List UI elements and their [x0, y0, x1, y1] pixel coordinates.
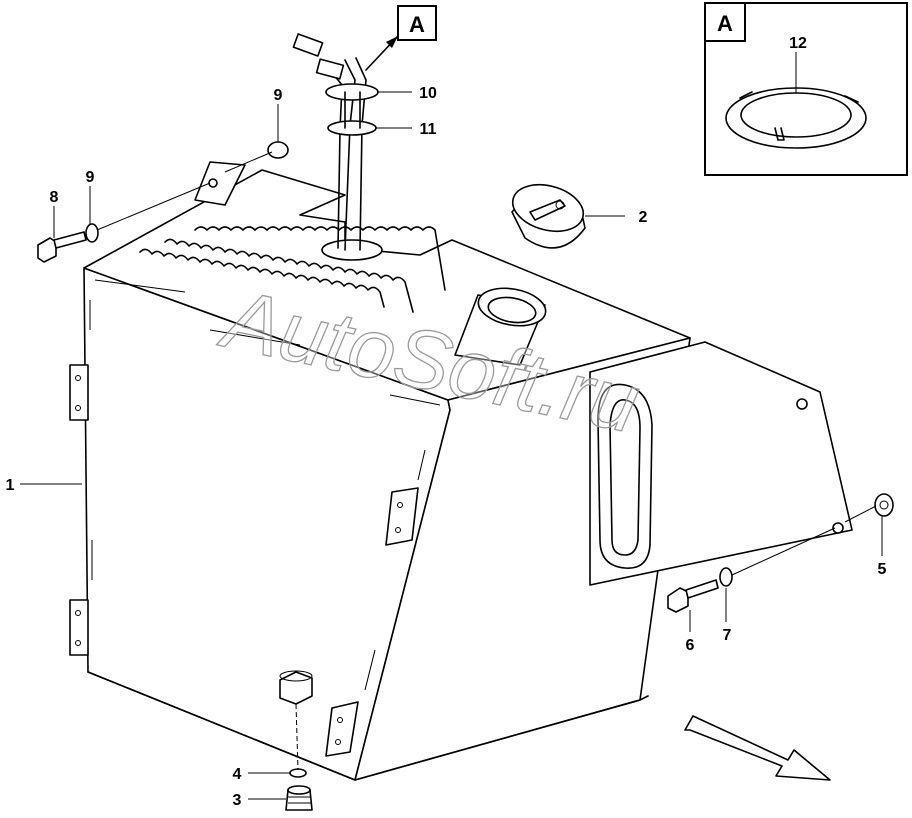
- callout-label-3: 3: [233, 792, 242, 809]
- direction-arrow: [684, 715, 831, 781]
- washer-9-upper: [267, 141, 289, 159]
- callout-label-10: 10: [419, 85, 437, 102]
- washer-7: [719, 567, 733, 587]
- callout-label-2: 2: [639, 209, 648, 226]
- detail-view: A 12: [704, 2, 908, 176]
- mounting-bracket: [589, 341, 853, 586]
- sender-unit: [292, 33, 379, 251]
- detail-view-letter: A: [717, 11, 733, 36]
- washer-9-left: [85, 223, 99, 243]
- gasket-ring-12: [725, 87, 867, 149]
- callout-label-11: 11: [420, 121, 437, 138]
- sender-opening: [321, 239, 383, 261]
- callout-label-7: 7: [723, 627, 732, 644]
- seal-ring-11: [327, 120, 377, 136]
- seal-ring-10: [325, 83, 379, 101]
- callout-label-9-left: 9: [86, 169, 95, 186]
- callout-label-1: 1: [6, 477, 15, 494]
- bolt-6: [667, 587, 689, 613]
- reinforcement-ribs: [139, 226, 446, 313]
- callouts: 1 2 3 4 5 6 7 8 9 9 10 11: [6, 85, 887, 809]
- seal-4: [289, 768, 307, 778]
- callout-label-4: 4: [233, 766, 242, 783]
- view-marker: A: [365, 5, 437, 71]
- callout-label-12: 12: [789, 35, 807, 52]
- side-brackets: [69, 364, 419, 757]
- view-marker-letter: A: [409, 12, 425, 37]
- mounting-tab-top: [194, 161, 246, 206]
- callout-label-8: 8: [50, 189, 59, 206]
- fasteners: [37, 141, 894, 811]
- bolt-8: [37, 237, 57, 263]
- filler-cap: [511, 183, 586, 249]
- assembly-lines: [96, 151, 877, 771]
- filler-neck: [454, 287, 547, 366]
- callout-label-5: 5: [878, 561, 887, 578]
- callout-label-6: 6: [686, 637, 695, 654]
- washer-5: [874, 493, 894, 517]
- callout-label-9-upper: 9: [274, 87, 283, 104]
